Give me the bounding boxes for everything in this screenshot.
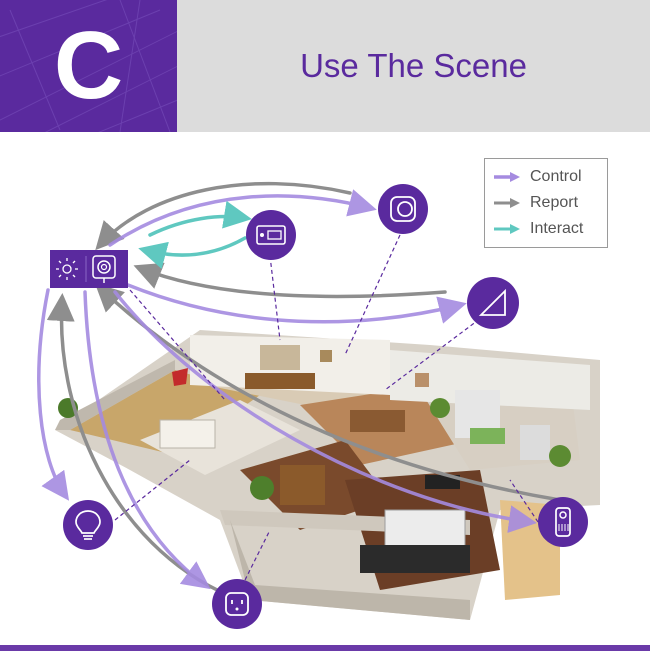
legend-label-report: Report <box>530 194 579 211</box>
page-title: Use The Scene <box>300 47 527 84</box>
control-arrow-icon <box>494 172 520 182</box>
badge-letter: C <box>53 12 124 119</box>
scene-illustration <box>0 132 650 651</box>
control-arrows <box>37 189 537 590</box>
legend-label-control: Control <box>530 168 582 185</box>
interact-arrow-icon <box>494 224 520 234</box>
light-bulb-icon <box>63 500 113 550</box>
legend-label-interact: Interact <box>530 220 584 237</box>
badge-texture <box>0 0 177 132</box>
door-sensor-icon <box>467 277 519 329</box>
report-arrow-icon <box>494 198 520 208</box>
header-bar: C Use The Scene <box>0 0 650 132</box>
thermostat-icon <box>246 210 296 260</box>
section-badge: C <box>0 0 177 132</box>
interact-arrows <box>138 200 252 269</box>
hub-icon <box>50 250 128 288</box>
leader-lines <box>114 234 539 581</box>
legend-item-interact: Interact <box>485 218 607 240</box>
smart-plug-icon <box>378 184 428 234</box>
legend-item-control: Control <box>485 166 607 188</box>
apartment-floor-plan <box>55 330 600 620</box>
legend: Control Report Interact <box>484 158 608 248</box>
legend-item-report: Report <box>485 192 607 214</box>
wall-outlet-icon <box>212 579 262 629</box>
doorbell-icon <box>538 497 588 547</box>
bottom-accent-bar <box>0 645 650 651</box>
